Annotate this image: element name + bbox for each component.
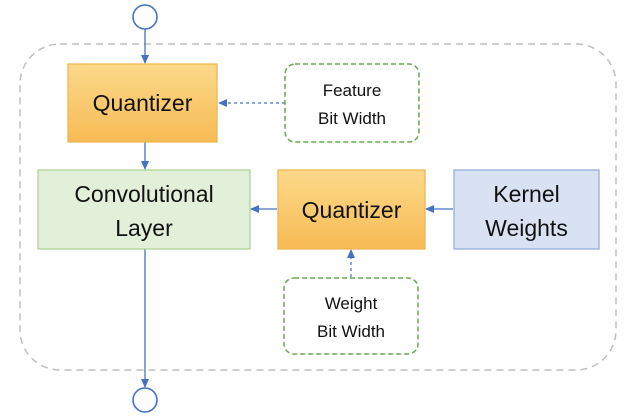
input-node — [132, 4, 158, 30]
conv-layer-line1: Convolutional — [74, 181, 213, 207]
feature-bit-width-line1: Feature — [323, 81, 382, 100]
module-container — [19, 43, 617, 371]
quantizer-top-box: Quantizer — [67, 63, 218, 143]
kernel-weights-line1: Kernel — [493, 181, 559, 207]
weight-bit-width-line2: Bit Width — [317, 322, 385, 341]
weight-bit-width-line1: Weight — [325, 294, 378, 313]
kernel-weights-box: Kernel Weights — [453, 169, 600, 250]
conv-layer-line2: Layer — [115, 215, 173, 241]
quantizer-top-label: Quantizer — [93, 90, 193, 116]
weight-bit-width-box: Weight Bit Width — [283, 277, 419, 355]
convolutional-layer-box: Convolutional Layer — [37, 169, 251, 250]
kernel-weights-line2: Weights — [485, 215, 568, 241]
feature-bit-width-line2: Bit Width — [318, 109, 386, 128]
feature-bit-width-box: Feature Bit Width — [284, 63, 420, 143]
quantizer-mid-box: Quantizer — [277, 169, 426, 250]
quantizer-mid-label: Quantizer — [302, 197, 402, 223]
output-node — [132, 387, 158, 413]
